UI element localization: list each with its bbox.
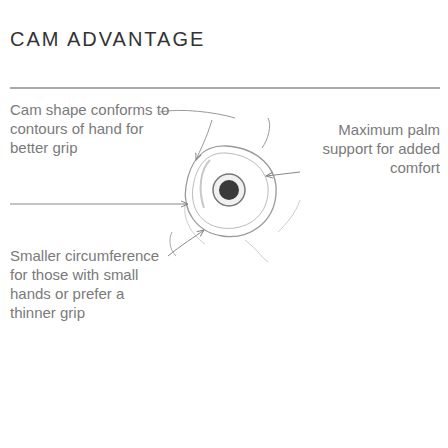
diagram-title: CAM ADVANTAGE — [10, 28, 205, 51]
callout-label: Maximum palm support for added comfort — [292, 120, 440, 177]
callout-label: Smaller circumference for those with sma… — [10, 246, 162, 322]
callout-label: Cam shape conforms to contours of hand f… — [10, 100, 170, 157]
